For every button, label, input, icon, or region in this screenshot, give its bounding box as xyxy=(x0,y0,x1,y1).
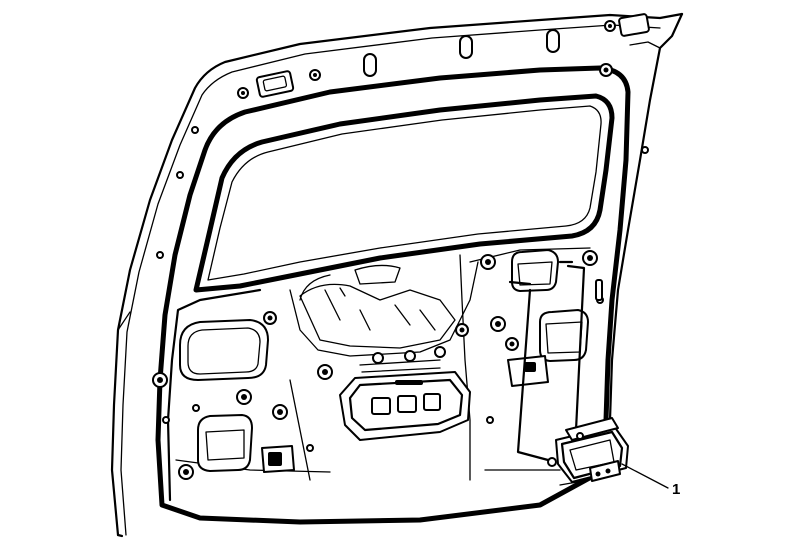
top-stampings xyxy=(156,13,650,259)
callout-1-label: 1 xyxy=(672,481,680,498)
rear-window-opening xyxy=(193,93,615,293)
module-mounting-leaders xyxy=(508,260,586,462)
left-access-holes xyxy=(152,311,333,480)
callout-1: 1 xyxy=(621,463,680,498)
callout-1-leader xyxy=(621,463,669,489)
center-handle-pocket xyxy=(339,346,471,441)
liftgate-outer-panel xyxy=(110,12,684,538)
right-access-holes xyxy=(455,249,604,424)
liftgate-control-module xyxy=(547,417,629,483)
